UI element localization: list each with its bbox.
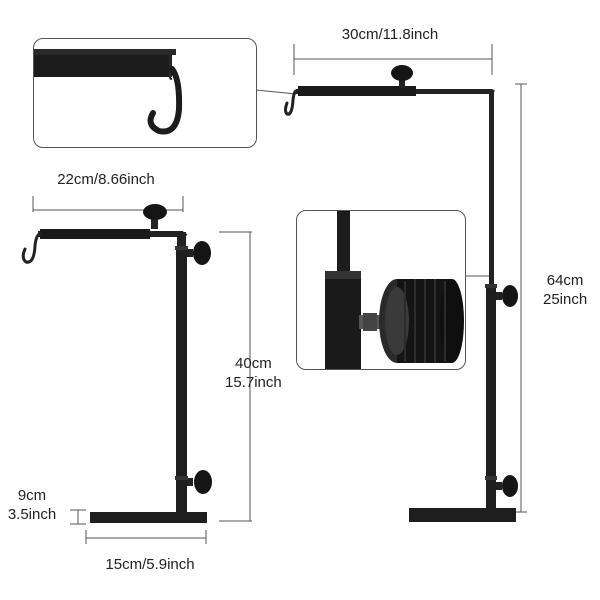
short-height-cm: 40cm (235, 355, 272, 372)
knob-icon (143, 204, 167, 229)
left-top-width-label: 22cm/8.66inch (57, 171, 155, 188)
hook-icon (284, 89, 300, 116)
tall-height-label: 64cm 25inch (543, 271, 587, 309)
tall-height-cm: 64cm (546, 272, 584, 289)
short-stand (21, 204, 212, 523)
hook-detail-inset (33, 38, 257, 148)
short-height-label: 40cm 15.7inch (225, 354, 282, 392)
dimension-lines (32, 44, 527, 544)
knob-icon (187, 241, 211, 265)
base-width-label: 15cm/5.9inch (105, 556, 195, 573)
knob-icon (391, 65, 413, 88)
base-height-inch: 3.5inch (7, 506, 57, 523)
tall-stand (284, 65, 518, 522)
tall-height-inch: 25inch (543, 291, 588, 308)
hook-icon (21, 232, 42, 264)
knob-icon (187, 470, 212, 494)
knob-detail-inset (296, 210, 466, 370)
knob-icon (496, 285, 518, 307)
knob-icon (325, 211, 464, 369)
base-height-label: 9cm 3.5inch (0, 486, 64, 524)
short-height-inch: 15.7inch (225, 374, 282, 391)
knob-icon (496, 475, 518, 497)
tall-stand-base (409, 508, 516, 522)
short-stand-base (90, 512, 207, 523)
hook-icon (34, 49, 183, 135)
top-width-label: 30cm/11.8inch (341, 26, 439, 43)
base-height-cm: 9cm (17, 487, 47, 504)
